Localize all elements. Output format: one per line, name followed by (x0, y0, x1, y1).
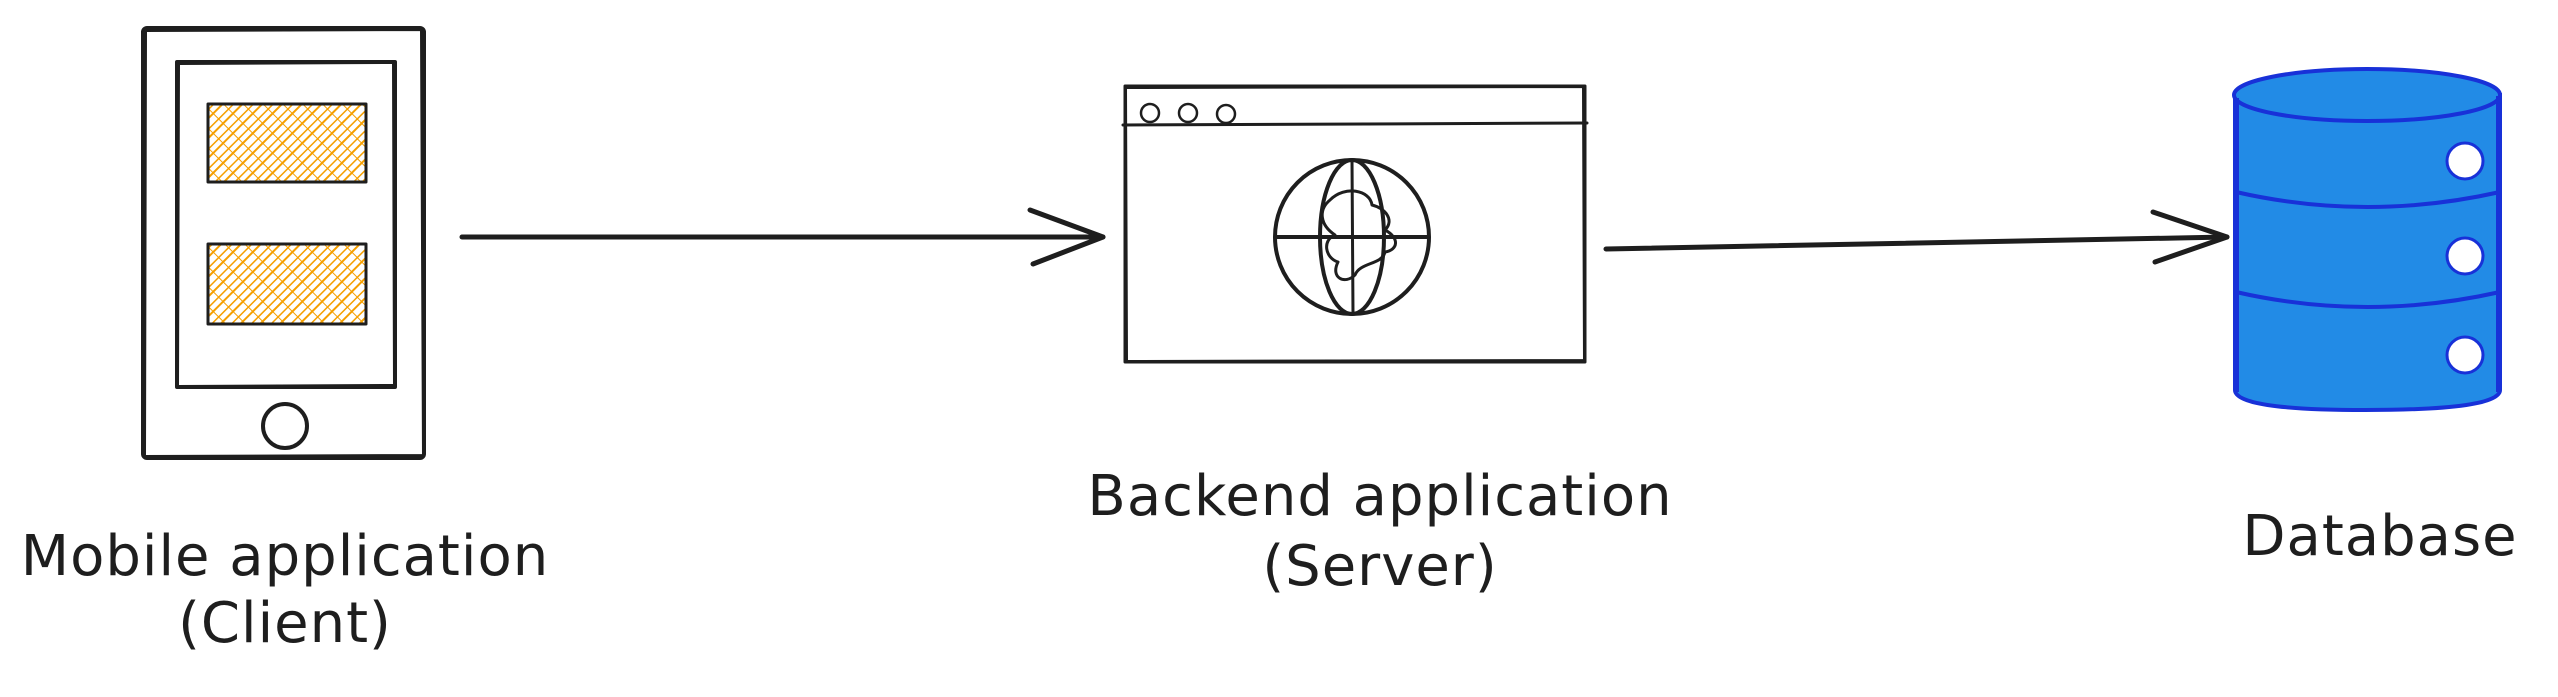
database-cylinder-icon (2232, 67, 2502, 413)
database-indicator-2 (2445, 236, 2485, 276)
client-label-line2: (Client) (178, 591, 392, 656)
database-indicator-3 (2445, 335, 2485, 375)
arrow-server-to-database (1603, 209, 2230, 265)
mobile-phone-icon (141, 26, 426, 460)
database-label: Database (2242, 504, 2517, 569)
client-label-line1: Mobile application (21, 524, 549, 589)
browser-window-globe-icon (1121, 84, 1589, 364)
phone-home-button (261, 402, 309, 450)
arrow-client-to-server (459, 207, 1106, 267)
globe-icon (1273, 158, 1431, 316)
window-dot-yellow (1177, 102, 1199, 124)
window-dot-red (1139, 102, 1161, 124)
database-indicator-1 (2445, 141, 2485, 181)
window-dot-green (1215, 103, 1237, 125)
phone-content-block-top (206, 102, 368, 184)
server-label-line1: Backend application (1087, 464, 1672, 529)
phone-content-block-bottom (206, 242, 368, 326)
server-label-line2: (Server) (1262, 534, 1497, 599)
